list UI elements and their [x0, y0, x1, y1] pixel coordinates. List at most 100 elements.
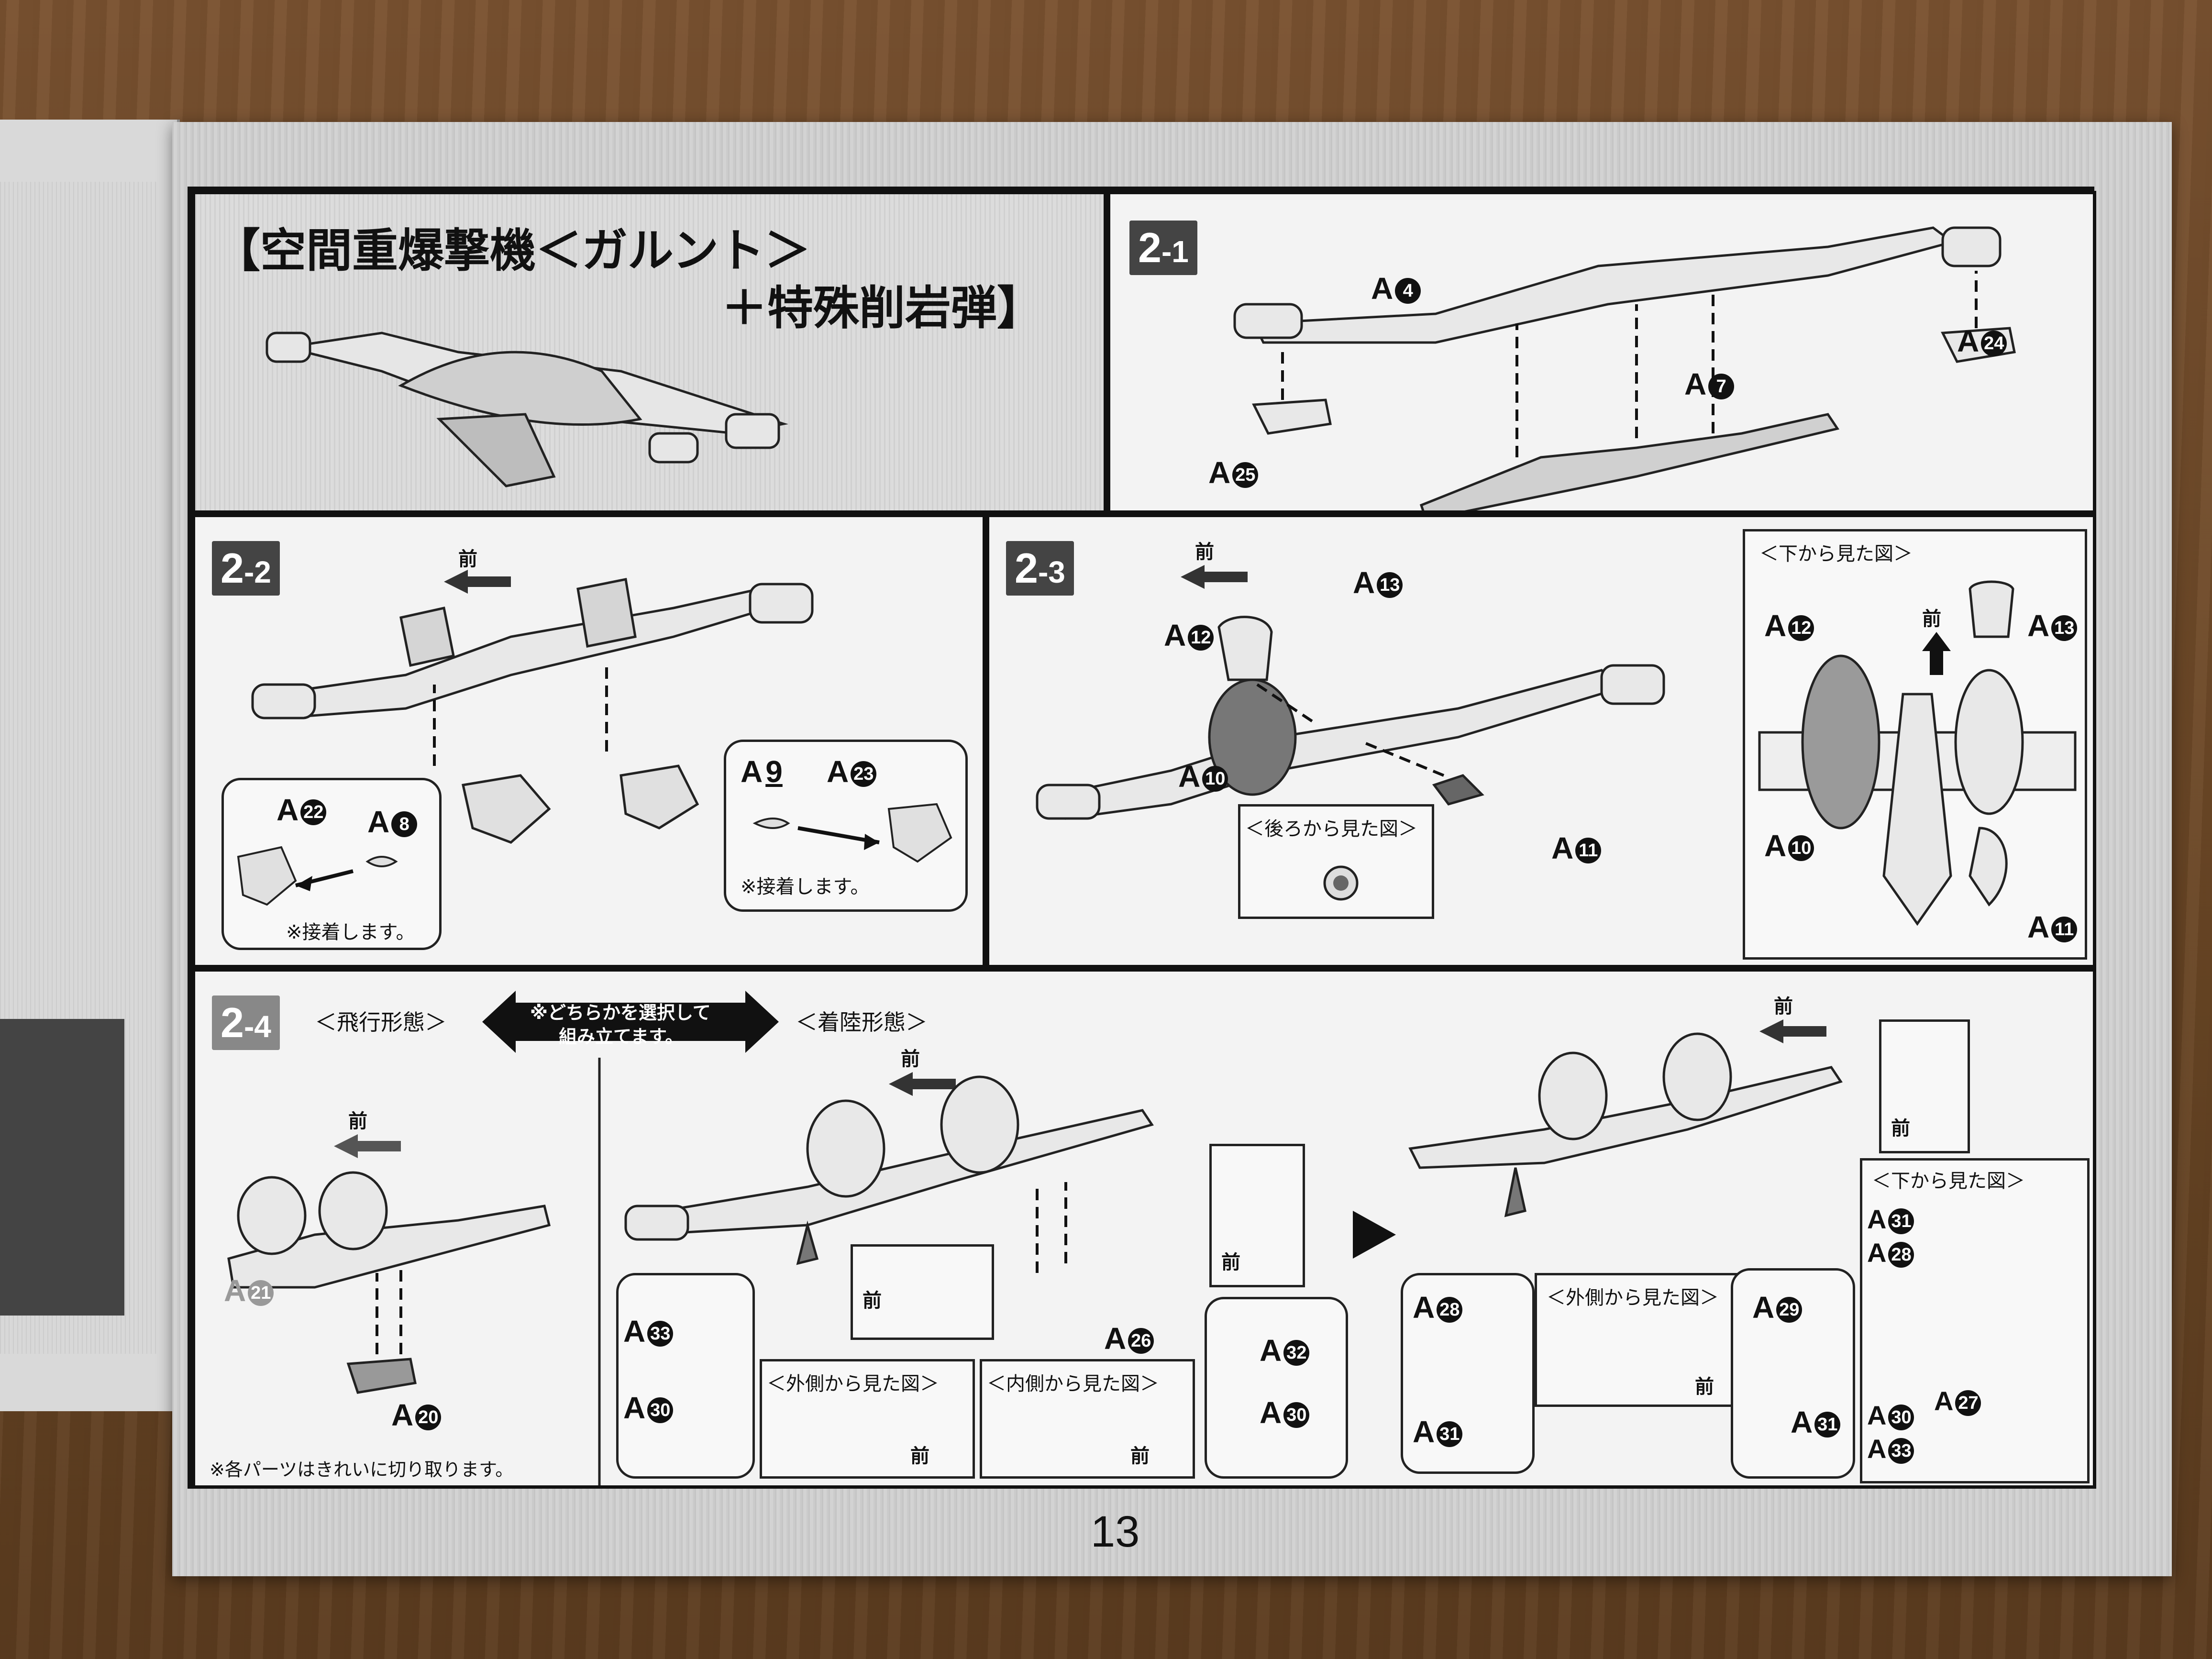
- part-number: 26: [1128, 1328, 1154, 1354]
- part-letter: A: [1934, 1386, 1954, 1416]
- part-letter: A: [1164, 618, 1186, 653]
- part-number: 30: [1888, 1405, 1914, 1431]
- part-letter: A: [1413, 1415, 1435, 1449]
- part-number: 31: [1814, 1412, 1841, 1438]
- landing2-outside-view-box: ＜外側から見た図＞ 前: [1535, 1273, 1759, 1407]
- landing-front-label: 前: [901, 1048, 920, 1070]
- step-2-4-badge: 2-4: [212, 995, 280, 1050]
- part-number: 28: [1437, 1297, 1463, 1323]
- part-letter: A: [1260, 1395, 1282, 1430]
- step-sub-number: -3: [1038, 555, 1065, 589]
- landing-mode-label: ＜着陸形態＞: [796, 1009, 928, 1035]
- part-letter: A: [1551, 831, 1574, 865]
- part-a9-label: A9: [741, 754, 783, 789]
- part-number: 9: [765, 754, 783, 789]
- glue-note: ※接着します。: [286, 921, 415, 943]
- step-2-2-wing-diagram: [251, 578, 814, 766]
- part-letter: A: [1867, 1238, 1887, 1268]
- step-number: 2: [221, 544, 244, 592]
- part-a22-a8-assembly: [461, 774, 551, 844]
- front-direction-label: 前: [458, 548, 477, 570]
- part-number: 25: [1232, 462, 1259, 488]
- part-letter: A: [1413, 1290, 1435, 1325]
- step-number: 2: [1015, 544, 1038, 592]
- part-letter: A: [1260, 1333, 1282, 1368]
- step-sub-number: -4: [243, 1009, 271, 1044]
- part-letter: A: [1353, 565, 1375, 600]
- landing2-leg-front-box: 前: [1879, 1019, 1970, 1153]
- step-number: 2: [1138, 224, 1161, 271]
- rear-view-box: ＜後ろから見た図＞: [1238, 804, 1434, 919]
- cut-parts-footnote: ※各パーツはきれいに切り取ります。: [210, 1459, 514, 1480]
- part-letter: A: [1104, 1321, 1127, 1356]
- part-letter: A: [1791, 1405, 1813, 1439]
- outside-view-caption: ＜外側から見た図＞: [767, 1373, 939, 1395]
- part-letter: A: [1208, 455, 1231, 490]
- part-letter: A: [1867, 1204, 1887, 1234]
- rear-view-sketch: [1323, 865, 1359, 901]
- landing2-bottom-view-box: ＜下から見た図＞ A31 A28 A30 A27 A33 前: [1860, 1158, 2090, 1483]
- part-letter: A: [1371, 271, 1394, 306]
- choice-note-line2: 組み立てます。: [559, 1026, 684, 1047]
- part-number: 33: [647, 1321, 674, 1347]
- part-a22-sketch: [237, 846, 398, 906]
- inside-view-caption: ＜内側から見た図＞: [987, 1373, 1159, 1395]
- front-arrow: [444, 570, 511, 594]
- part-letter: A: [1684, 367, 1707, 401]
- landing2-diagram: [1408, 1032, 1843, 1217]
- rear-view-caption: ＜後ろから見た図＞: [1245, 818, 1417, 840]
- part-letter: A: [827, 754, 849, 789]
- outside-front-label: 前: [1695, 1376, 1714, 1398]
- landing-inside-view-box: ＜内側から見た図＞ 前: [980, 1359, 1195, 1479]
- part-number: 31: [1888, 1208, 1914, 1235]
- landing2-front-arrow: [1759, 1019, 1826, 1043]
- step-2-3-wing-diagram: [1036, 616, 1665, 820]
- landing-outside-view-box: ＜外側から見た図＞ 前: [760, 1359, 975, 1479]
- part-number: 30: [647, 1397, 674, 1424]
- part-number: 28: [1888, 1242, 1914, 1268]
- part-letter: A: [1957, 324, 1980, 358]
- part-number: 11: [2051, 917, 2078, 943]
- part-number: 29: [1776, 1297, 1803, 1323]
- part-number: 33: [1888, 1438, 1914, 1464]
- part-letter: A: [1867, 1434, 1887, 1464]
- bottom-view-sketch: [1758, 580, 2077, 926]
- part-number: 10: [1788, 835, 1814, 862]
- step-sub-number: -2: [243, 555, 271, 589]
- landing2-front-label: 前: [1774, 995, 1793, 1018]
- part-letter: A: [276, 793, 299, 827]
- part-number: 10: [1202, 766, 1228, 792]
- bottom-view-caption: ＜下から見た図＞: [1759, 543, 1913, 565]
- part-letter: A: [224, 1273, 246, 1308]
- part-number: 12: [1788, 615, 1814, 641]
- flight-front-label: 前: [348, 1110, 367, 1132]
- detail-front-label: 前: [863, 1290, 882, 1312]
- step-2-4-panel: 2-4 ＜飛行形態＞ ＜着陸形態＞ ※どちらかを選択して 組み立てます。 前 A…: [192, 968, 2096, 1489]
- part-letter: A: [1178, 759, 1201, 794]
- page-title-line1: 【空間重爆撃機＜ガルント＞: [214, 223, 811, 277]
- part-letter: A: [1764, 829, 1787, 863]
